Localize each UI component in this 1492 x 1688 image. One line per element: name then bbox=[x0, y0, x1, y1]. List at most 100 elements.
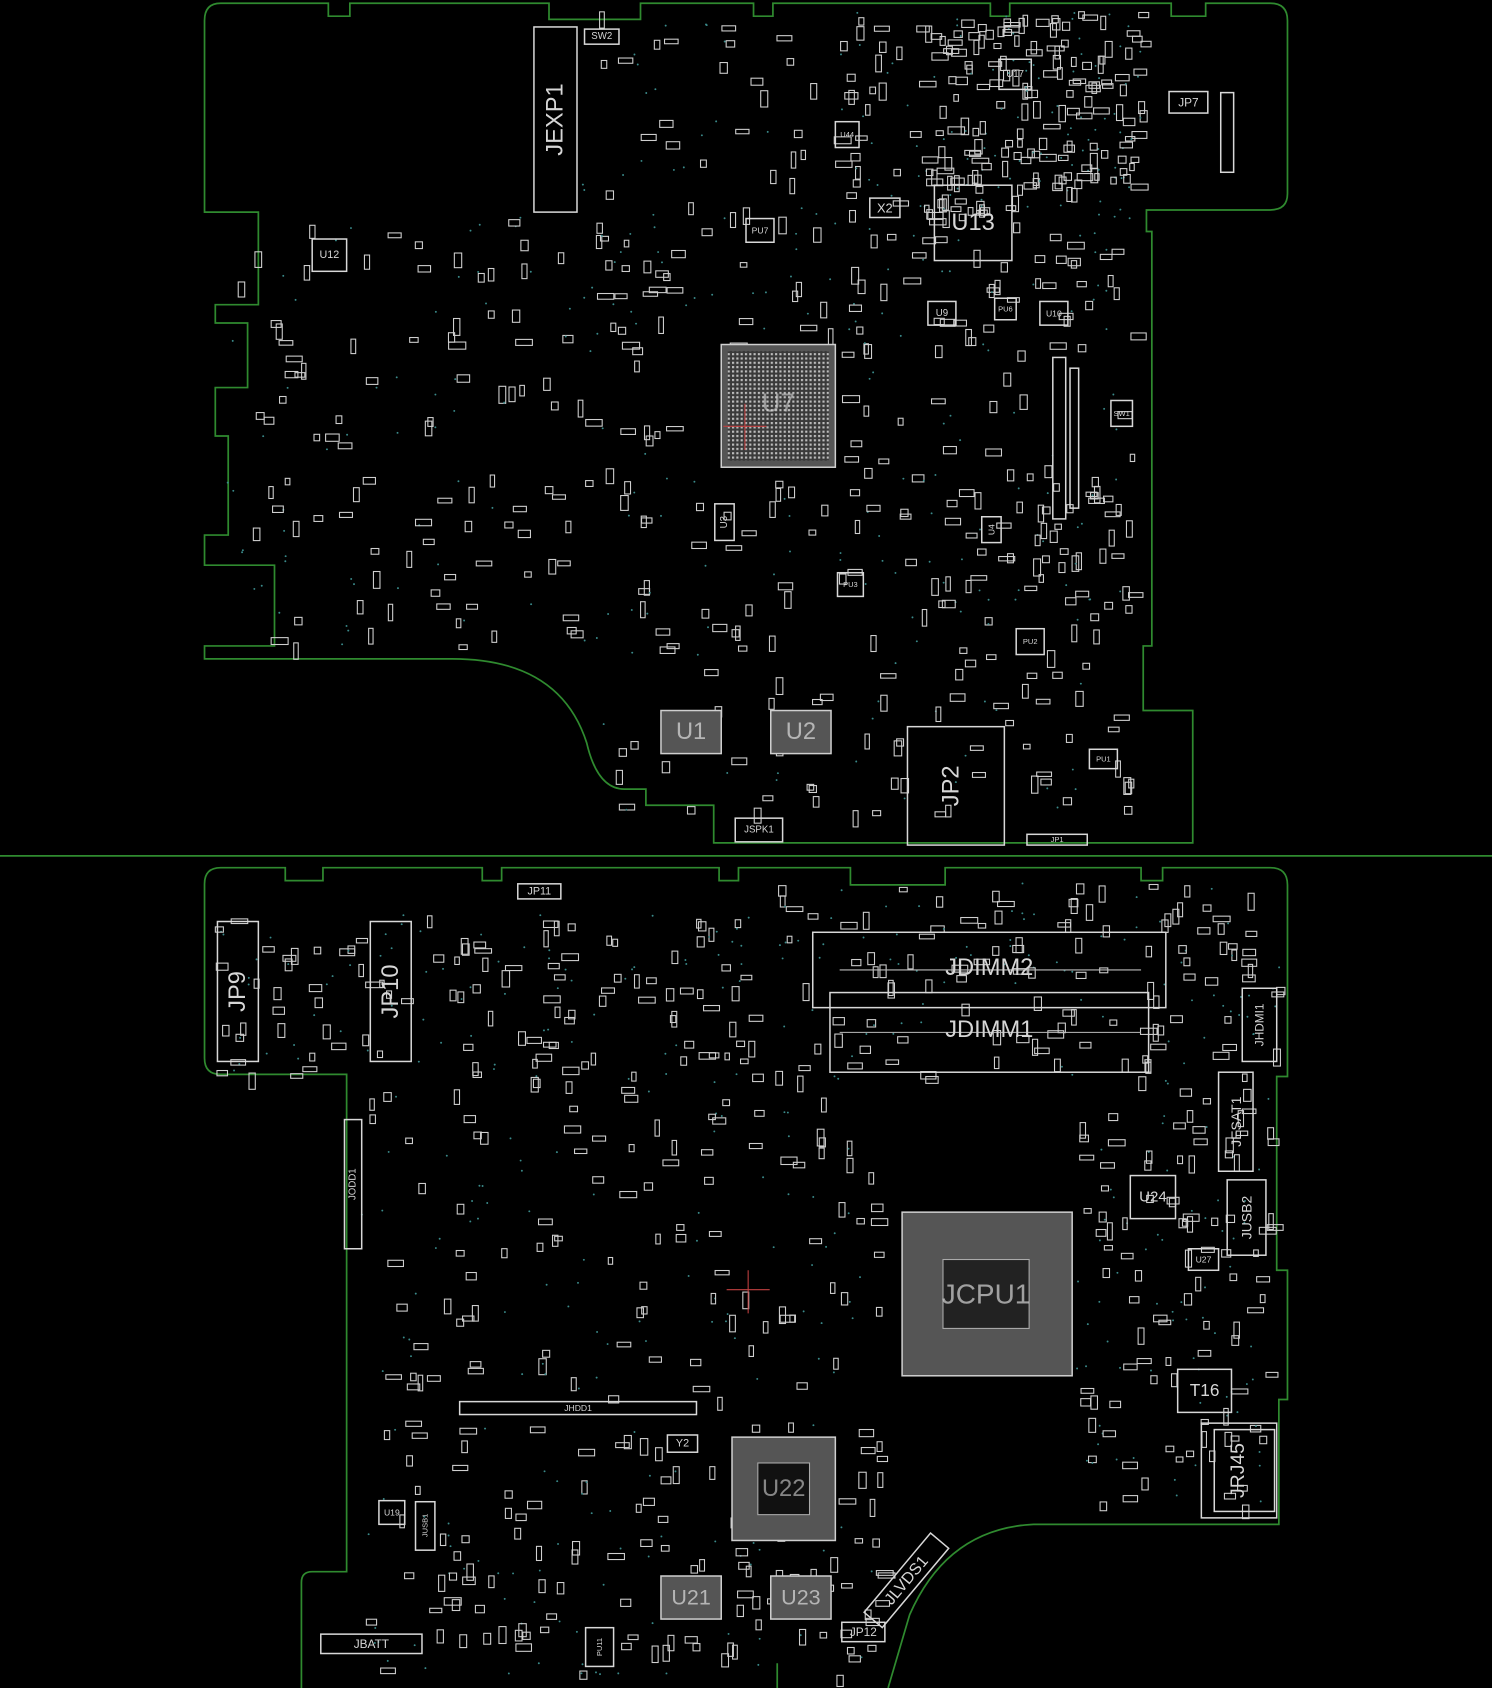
smd-pad bbox=[640, 601, 646, 619]
smd-pad bbox=[937, 199, 945, 209]
component-u23[interactable]: U23 bbox=[770, 1575, 832, 1620]
smd-pad bbox=[900, 777, 910, 794]
component-jhdd1[interactable]: JHDD1 bbox=[458, 1400, 698, 1416]
component-pu11[interactable]: PU11 bbox=[584, 1626, 615, 1668]
component-jrj45[interactable]: JRJ45 bbox=[1200, 1422, 1278, 1519]
smd-pad bbox=[703, 1004, 721, 1012]
smd-pad bbox=[577, 399, 584, 418]
component-jdimm1[interactable]: JDIMM1 bbox=[829, 991, 1150, 1073]
component-sw2[interactable]: SW2 bbox=[583, 28, 620, 45]
component-jexp1[interactable]: JEXP1 bbox=[533, 26, 578, 213]
component-u19[interactable]: U19 bbox=[378, 1499, 406, 1526]
smd-pad bbox=[748, 1345, 755, 1358]
smd-pad bbox=[370, 547, 380, 555]
via bbox=[463, 1567, 466, 1570]
via bbox=[812, 1195, 815, 1198]
smd-pad bbox=[543, 930, 549, 948]
component-y2[interactable]: Y2 bbox=[666, 1434, 699, 1453]
smd-pad bbox=[1002, 28, 1013, 37]
smd-pad bbox=[731, 757, 748, 766]
component-jp1[interactable]: JP1 bbox=[1026, 833, 1088, 846]
component-jusb2[interactable]: JUSB2 bbox=[1226, 1179, 1267, 1256]
smd-pad bbox=[1104, 40, 1113, 58]
smd-pad bbox=[1066, 140, 1073, 152]
via bbox=[402, 914, 405, 917]
component-jdimm2[interactable]: JDIMM2 bbox=[811, 931, 1167, 1009]
svg-text:U27: U27 bbox=[1196, 1255, 1212, 1265]
component-pu3[interactable]: PU3 bbox=[836, 571, 865, 598]
component-u9[interactable]: U9 bbox=[927, 300, 957, 326]
component-u24[interactable]: U24 bbox=[1129, 1174, 1177, 1220]
smd-pad bbox=[406, 1455, 413, 1467]
component-u4[interactable]: U4 bbox=[980, 515, 1002, 544]
smd-pad bbox=[858, 1428, 875, 1438]
smd-pad bbox=[1128, 1296, 1140, 1304]
component-u3[interactable]: U3 bbox=[714, 503, 735, 542]
smd-pad bbox=[462, 1576, 476, 1586]
smd-pad bbox=[796, 1382, 808, 1390]
component-jp12[interactable]: JP12 bbox=[841, 1621, 886, 1643]
smd-pad bbox=[948, 76, 957, 85]
component-pu1[interactable]: PU1 bbox=[1088, 748, 1119, 770]
component-u21[interactable]: U21 bbox=[660, 1575, 722, 1620]
component-u27[interactable]: U27 bbox=[1187, 1248, 1220, 1272]
component-jcpu1[interactable]: JCPU1 bbox=[726, 1211, 1073, 1377]
smd-pad bbox=[1122, 1461, 1139, 1470]
component-pu6[interactable]: PU6 bbox=[993, 297, 1017, 321]
component-u44[interactable]: U44 bbox=[834, 120, 860, 149]
component-jbatt[interactable]: JBATT bbox=[320, 1633, 423, 1655]
component-u12[interactable]: U12 bbox=[311, 238, 348, 273]
component-jp11[interactable]: JP11 bbox=[517, 883, 562, 900]
smd-pad bbox=[573, 1148, 588, 1155]
component-x2[interactable]: X2 bbox=[869, 197, 901, 219]
smd-pad bbox=[606, 935, 613, 946]
component-jusb1[interactable]: JUSB1 bbox=[414, 1500, 436, 1551]
component-jp9[interactable]: JP9 bbox=[216, 920, 260, 1063]
component-jesat1[interactable]: JESAT1 bbox=[1217, 1071, 1254, 1173]
via bbox=[675, 1044, 678, 1047]
smd-pad bbox=[925, 25, 933, 43]
via bbox=[1077, 1280, 1080, 1283]
component-jodd1[interactable]: JODD1 bbox=[343, 1118, 363, 1250]
smd-pad bbox=[1259, 1294, 1266, 1304]
smd-pad bbox=[472, 984, 481, 994]
component-jspk1[interactable]: JSPK1 bbox=[734, 817, 784, 843]
component-u17[interactable]: U17 bbox=[998, 58, 1033, 91]
component-u22[interactable]: U22 bbox=[731, 1436, 837, 1542]
component-jp7[interactable]: JP7 bbox=[1168, 90, 1209, 114]
smd-pad bbox=[556, 1582, 565, 1595]
smd-pad bbox=[849, 209, 856, 223]
via bbox=[820, 1322, 823, 1325]
smd-pad bbox=[830, 1557, 839, 1573]
via bbox=[960, 558, 963, 561]
component-pu2[interactable]: PU2 bbox=[1015, 627, 1045, 656]
via bbox=[930, 512, 933, 515]
via bbox=[347, 949, 350, 952]
smd-pad bbox=[642, 291, 659, 297]
component-u2[interactable]: U2 bbox=[770, 709, 832, 755]
via bbox=[1250, 1345, 1253, 1348]
component-u1[interactable]: U1 bbox=[660, 709, 722, 755]
via bbox=[906, 104, 909, 107]
smd-pad bbox=[799, 324, 818, 332]
component-u7[interactable]: U7 bbox=[720, 343, 837, 468]
via bbox=[1080, 998, 1083, 1001]
component-jp2[interactable]: JP2 bbox=[906, 725, 1006, 846]
via bbox=[493, 1068, 495, 1071]
component-sw1[interactable]: SW1 bbox=[1110, 399, 1134, 428]
component-t16[interactable]: T16 bbox=[1176, 1368, 1233, 1414]
smd-pad bbox=[618, 748, 627, 757]
component-jhdmi1[interactable]: JHDMI1 bbox=[1241, 987, 1278, 1063]
smd-pad bbox=[864, 733, 870, 750]
component-jp10[interactable]: JP10 bbox=[369, 920, 412, 1063]
component-pu7[interactable]: PU7 bbox=[745, 217, 775, 244]
component-u10[interactable]: U10 bbox=[1039, 300, 1069, 326]
via bbox=[715, 120, 718, 123]
svg-text:PU3: PU3 bbox=[843, 580, 858, 589]
smd-pad bbox=[578, 1448, 596, 1457]
component-u13[interactable]: U13 bbox=[933, 184, 1013, 262]
via bbox=[1085, 1365, 1088, 1368]
smd-pad bbox=[1005, 139, 1014, 148]
smd-pad bbox=[838, 1202, 846, 1218]
